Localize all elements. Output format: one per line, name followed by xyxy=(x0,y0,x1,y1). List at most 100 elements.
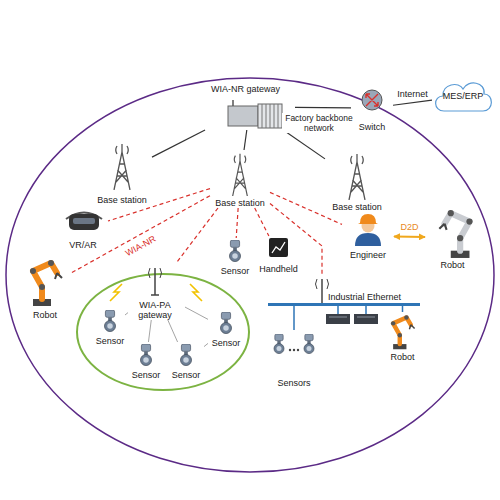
engineer-helmet xyxy=(358,214,378,224)
node-label: MES/ERP xyxy=(443,91,484,101)
gateway-box xyxy=(228,106,258,126)
bus-antenna xyxy=(321,279,323,304)
node-label: Robot xyxy=(440,260,464,270)
node-label: Sensor xyxy=(221,266,250,276)
sensor-node: Sensor xyxy=(215,238,255,276)
gateway-fin-lines xyxy=(262,104,278,128)
connector xyxy=(152,130,205,157)
engineer-body xyxy=(355,233,381,246)
connector xyxy=(402,306,404,312)
edge-label: Factory backbone network xyxy=(282,113,356,133)
connector xyxy=(393,100,432,105)
node-label: Industrial Ethernet xyxy=(328,292,401,302)
connector xyxy=(204,343,208,346)
handheld-node: Handheld xyxy=(257,236,300,274)
wireless-bolt xyxy=(110,284,122,301)
base-station-tower xyxy=(233,154,248,196)
node-label: Handheld xyxy=(259,264,298,274)
connector xyxy=(283,130,325,159)
wia-pa-antenna xyxy=(151,268,159,295)
node-label: Sensor xyxy=(172,370,201,380)
switch-arrows xyxy=(366,94,378,106)
connector xyxy=(293,306,295,330)
sensor-icon xyxy=(181,344,192,366)
industrial-ethernet-bus: Industrial Ethernet xyxy=(268,276,420,306)
gateway-fins xyxy=(258,104,282,128)
sensor-node: Sensor xyxy=(208,310,244,348)
sensor-icon xyxy=(274,334,284,354)
sensor-icon xyxy=(141,344,152,366)
sensor-node: Sensor xyxy=(92,308,128,346)
sensor-node: Sensor xyxy=(128,342,164,380)
wia-pa-gateway-node: WIA-PA gateway xyxy=(125,262,185,320)
cloud-node: MES/ERP xyxy=(432,76,494,116)
sensor-node: Sensor xyxy=(168,342,204,380)
switch-icon xyxy=(362,90,382,110)
bus-wire xyxy=(338,306,366,314)
wia-pa-region xyxy=(77,274,249,390)
connector xyxy=(168,320,178,342)
sensor-icon xyxy=(304,334,314,354)
node-label: Base station xyxy=(97,195,147,205)
gateway-antenna xyxy=(232,100,234,106)
controller-rack xyxy=(354,314,378,324)
base-station-node: Base station xyxy=(325,150,389,212)
node-label: Engineer xyxy=(350,250,386,260)
handheld-icon xyxy=(269,238,288,257)
connector xyxy=(148,320,151,342)
connector xyxy=(394,235,425,238)
robot-icon xyxy=(439,210,472,258)
node-label: Base station xyxy=(332,202,382,212)
ellipsis-dot xyxy=(297,349,299,351)
rack-slots xyxy=(329,317,375,318)
base-station-tower xyxy=(114,144,130,190)
connector xyxy=(125,313,128,315)
connector xyxy=(295,107,351,109)
node-label: WIA-NR gateway xyxy=(211,84,280,94)
vr-headset xyxy=(69,214,99,230)
handheld-chart xyxy=(272,242,285,253)
base-station-node: Base station xyxy=(92,140,152,205)
ellipsis-dot xyxy=(293,349,295,351)
vr-visor xyxy=(73,218,95,224)
switch-node: Switch xyxy=(351,84,393,132)
robot-node: Robot xyxy=(425,205,480,270)
robot-node: Robot xyxy=(380,312,425,362)
cloud-outline xyxy=(436,83,492,111)
edge-label: D2D xyxy=(399,222,419,232)
ellipsis-dot xyxy=(289,349,291,351)
wireless-bolt xyxy=(190,284,202,301)
node-label: VR/AR xyxy=(69,240,97,250)
robot-icon xyxy=(30,260,62,306)
robot-node: Robot xyxy=(20,255,70,320)
connector xyxy=(236,208,238,238)
node-label: WIA-PA gateway xyxy=(132,300,178,320)
sensor-icon xyxy=(221,312,232,334)
node-label: Sensor xyxy=(96,336,125,346)
node-label: Base station xyxy=(215,198,265,208)
radio-waves xyxy=(316,279,329,289)
robot-icon xyxy=(391,315,415,349)
edge-label: WIA-NR xyxy=(122,233,157,259)
node-label: Sensors xyxy=(277,378,310,388)
connector xyxy=(185,307,208,319)
base-station-node: Base station xyxy=(210,150,270,208)
radio-waves xyxy=(149,268,162,278)
node-label: Switch xyxy=(359,122,386,132)
edge-label: Internet xyxy=(396,89,429,99)
node-label: Robot xyxy=(390,352,414,362)
controller-rack xyxy=(326,314,350,324)
connector xyxy=(255,208,269,236)
base-station-tower xyxy=(349,154,365,200)
sensor-icon xyxy=(105,310,116,332)
factory-boundary xyxy=(6,78,494,472)
connector xyxy=(270,192,342,224)
engineer-node: Engineer xyxy=(342,212,394,260)
sensor-icon xyxy=(230,240,241,262)
node-label: Robot xyxy=(33,310,57,320)
node-label: Sensor xyxy=(132,370,161,380)
